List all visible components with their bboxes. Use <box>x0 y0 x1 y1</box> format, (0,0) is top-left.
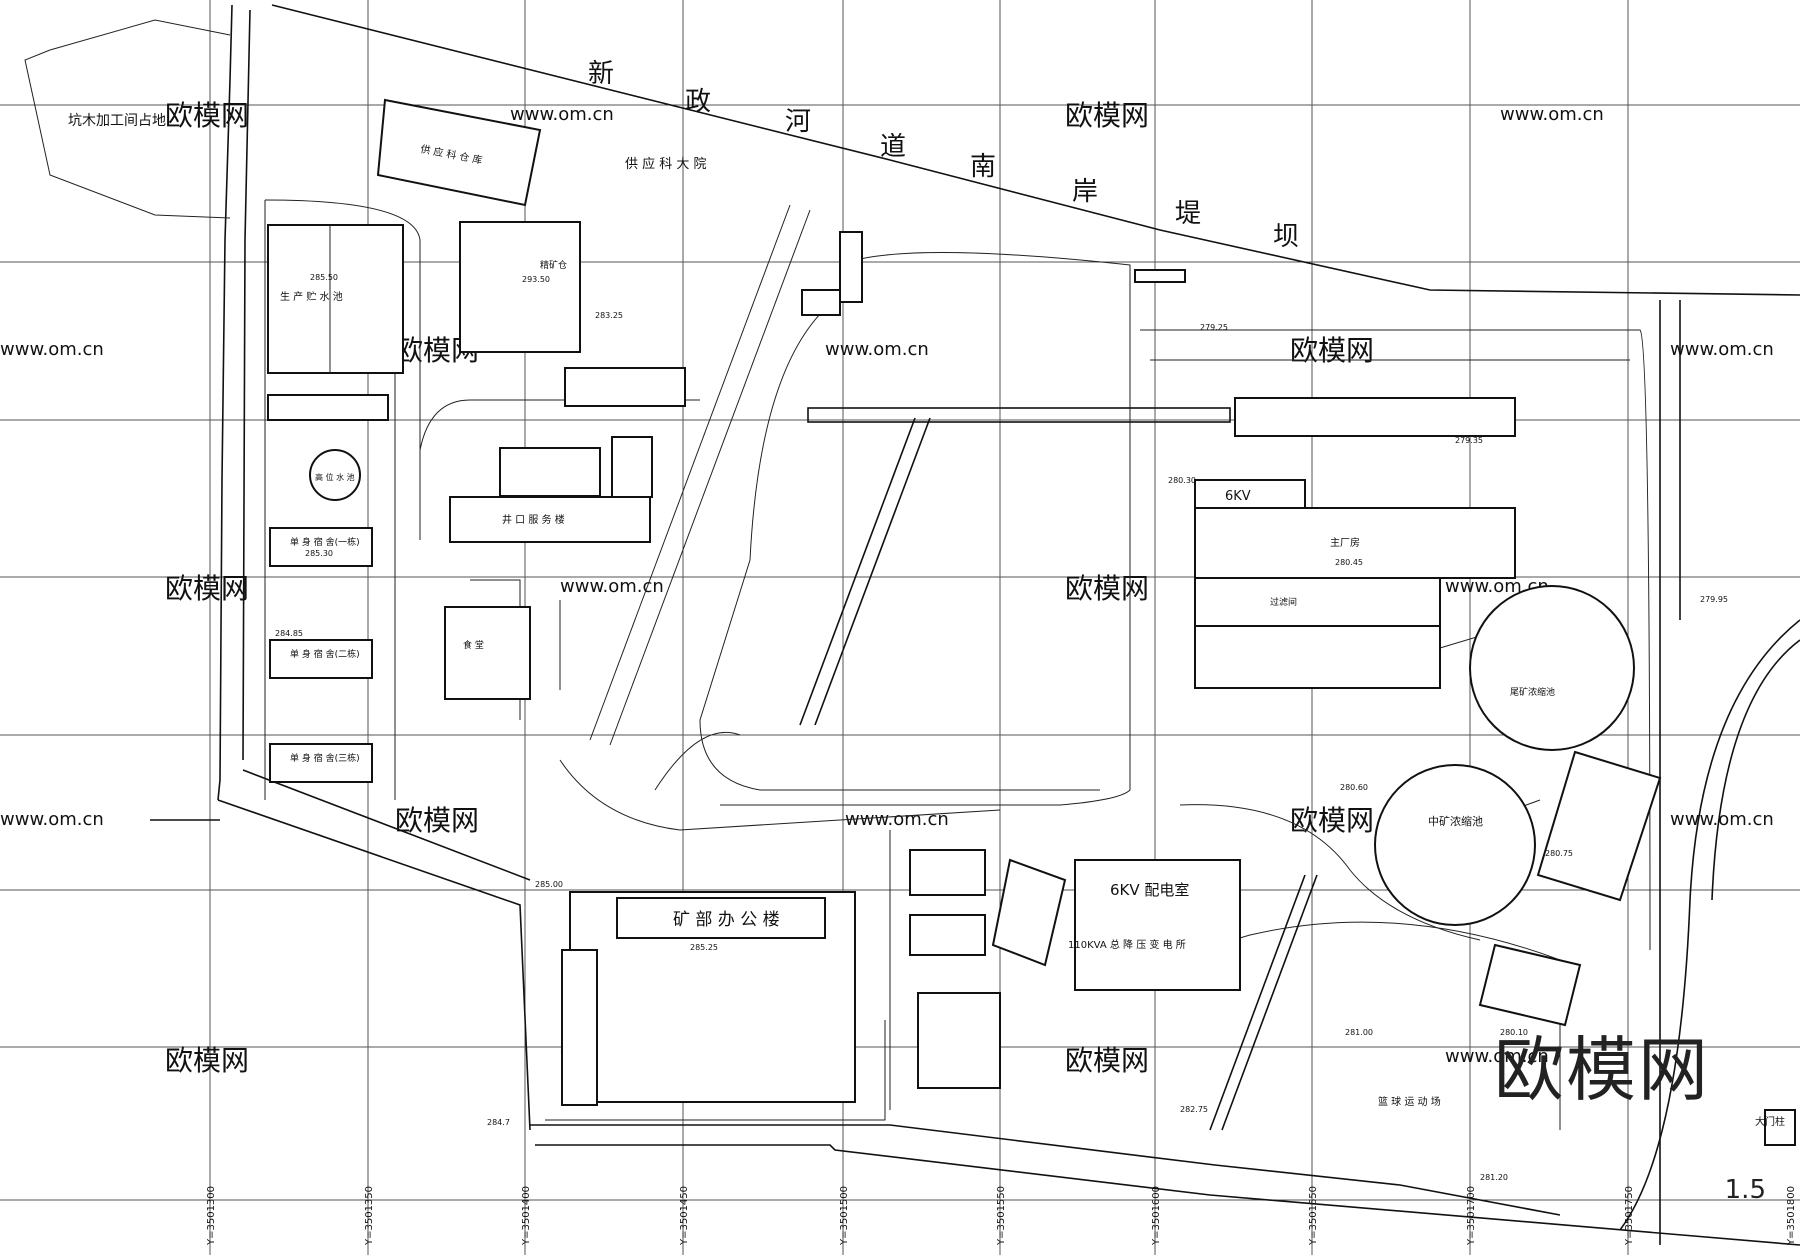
svg-text:285.50: 285.50 <box>310 273 338 282</box>
svg-text:堤: 堤 <box>1175 199 1201 229</box>
svg-text:过滤间: 过滤间 <box>1270 596 1297 608</box>
svg-text:坑木加工间占地: 坑木加工间占地 <box>68 113 166 129</box>
substation-6kv <box>1194 479 1306 509</box>
svg-text:285.30: 285.30 <box>305 549 333 558</box>
svg-text:www.om.cn: www.om.cn <box>1670 339 1774 360</box>
brand-watermark: 欧模网 <box>1494 1029 1710 1111</box>
svg-text:280.30: 280.30 <box>1168 476 1196 485</box>
buildings <box>267 98 1796 1146</box>
grid-coordinate-labels: Y=3501300 Y=3501350 Y=3501400 Y=3501450 … <box>206 1186 1797 1246</box>
svg-text:www.om.cn: www.om.cn <box>1445 1046 1549 1067</box>
svg-text:Y=3501550: Y=3501550 <box>996 1186 1007 1246</box>
svg-text:Y=3501600: Y=3501600 <box>1151 1186 1162 1246</box>
svg-text:283.25: 283.25 <box>595 311 623 320</box>
svg-text:281.00: 281.00 <box>1345 1028 1373 1037</box>
svg-text:矿 部 办 公 楼: 矿 部 办 公 楼 <box>673 910 780 930</box>
svg-text:欧模网: 欧模网 <box>165 572 249 605</box>
dorm-3 <box>269 743 373 783</box>
conveyors <box>799 407 1541 1131</box>
svg-text:欧模网: 欧模网 <box>1290 804 1374 837</box>
canteen <box>444 606 531 700</box>
svg-text:284.85: 284.85 <box>275 629 303 638</box>
svg-text:www.om.cn: www.om.cn <box>0 339 104 360</box>
dorm-1 <box>269 527 373 567</box>
svg-text:Y=3501650: Y=3501650 <box>1308 1186 1319 1246</box>
svg-text:精矿仓: 精矿仓 <box>540 259 567 271</box>
svg-text:www.om.cn: www.om.cn <box>560 576 664 597</box>
svg-text:Y=3501700: Y=3501700 <box>1466 1186 1477 1246</box>
svg-text:www.om.cn: www.om.cn <box>845 809 949 830</box>
svg-text:280.10: 280.10 <box>1500 1028 1528 1037</box>
svg-text:www.om.cn: www.om.cn <box>825 339 929 360</box>
watermarks: 欧模网 www.om.cn 欧模网 www.om.cn www.om.cn 欧模… <box>0 99 1774 1077</box>
svg-text:www.om.cn: www.om.cn <box>1670 809 1774 830</box>
svg-text:280.45: 280.45 <box>1335 558 1363 567</box>
dorm-2 <box>269 639 373 679</box>
svg-text:欧模网: 欧模网 <box>1065 1044 1149 1077</box>
svg-text:279.25: 279.25 <box>1200 323 1228 332</box>
svg-text:6KV 配电室: 6KV 配电室 <box>1110 881 1189 899</box>
svg-text:道: 道 <box>880 132 906 162</box>
svg-text:285.25: 285.25 <box>690 943 718 952</box>
svg-text:279.95: 279.95 <box>1700 595 1728 604</box>
svg-text:生 产 贮 水 池: 生 产 贮 水 池 <box>280 290 343 303</box>
svg-text:110KVA 总 降 压 变 电 所: 110KVA 总 降 压 变 电 所 <box>1068 938 1186 951</box>
svg-text:280.60: 280.60 <box>1340 783 1368 792</box>
production-water-pool <box>267 224 404 374</box>
svg-text:尾矿浓缩池: 尾矿浓缩池 <box>1510 686 1555 698</box>
svg-text:Y=3501500: Y=3501500 <box>839 1186 850 1246</box>
svg-text:欧模网: 欧模网 <box>165 99 249 132</box>
gate-post <box>1764 1109 1796 1146</box>
svg-text:篮 球 运 动 场: 篮 球 运 动 场 <box>1378 1095 1441 1108</box>
svg-text:主厂房: 主厂房 <box>1330 536 1360 549</box>
boundary-lines <box>24 4 1800 1246</box>
svg-text:政: 政 <box>685 87 711 117</box>
svg-text:www.om.cn: www.om.cn <box>1500 104 1604 125</box>
svg-text:单 身 宿 舍(二栋): 单 身 宿 舍(二栋) <box>290 648 360 660</box>
svg-text:供 应 科 大 院: 供 应 科 大 院 <box>625 156 707 172</box>
substation-110kva <box>1074 859 1241 991</box>
svg-text:293.50: 293.50 <box>522 275 550 284</box>
svg-text:欧模网: 欧模网 <box>1290 334 1374 367</box>
svg-text:高 位 水 池: 高 位 水 池 <box>315 472 355 482</box>
svg-text:6KV: 6KV <box>1225 489 1251 504</box>
svg-text:280.75: 280.75 <box>1545 849 1573 858</box>
svg-text:单 身 宿 舍(三栋): 单 身 宿 舍(三栋) <box>290 752 360 764</box>
svg-text:岸: 岸 <box>1072 177 1098 207</box>
middlings-thickener <box>1374 764 1536 926</box>
svg-text:279.35: 279.35 <box>1455 436 1483 445</box>
svg-text:www.om.cn: www.om.cn <box>0 809 104 830</box>
svg-text:中矿浓缩池: 中矿浓缩池 <box>1428 815 1483 828</box>
svg-text:大门柱: 大门柱 <box>1755 1115 1785 1128</box>
elevation-marks: 285.50 293.50 283.25 285.30 284.85 285.2… <box>275 273 1728 1182</box>
svg-text:Y=3501750: Y=3501750 <box>1624 1186 1635 1246</box>
svg-text:282.75: 282.75 <box>1180 1105 1208 1114</box>
svg-text:南: 南 <box>970 152 996 182</box>
supply-warehouse <box>376 98 542 207</box>
svg-text:Y=3501350: Y=3501350 <box>364 1186 375 1246</box>
svg-text:食 堂: 食 堂 <box>463 639 484 651</box>
scale-label: 1.5 <box>1724 1175 1766 1205</box>
svg-text:Y=3501450: Y=3501450 <box>679 1186 690 1246</box>
svg-text:Y=3501800: Y=3501800 <box>1786 1186 1797 1246</box>
svg-text:Y=3501400: Y=3501400 <box>521 1186 532 1246</box>
svg-text:欧模网: 欧模网 <box>1065 572 1149 605</box>
svg-text:欧模网: 欧模网 <box>395 804 479 837</box>
svg-text:单 身 宿 舍(一栋): 单 身 宿 舍(一栋) <box>290 536 360 548</box>
well-service-building <box>449 496 651 543</box>
svg-text:284.7: 284.7 <box>487 1118 510 1127</box>
svg-text:河: 河 <box>785 107 811 137</box>
svg-text:坝: 坝 <box>1273 222 1299 252</box>
main-mill <box>1194 507 1516 579</box>
svg-text:新: 新 <box>588 59 614 89</box>
svg-text:281.20: 281.20 <box>1480 1173 1508 1182</box>
svg-text:Y=3501300: Y=3501300 <box>206 1186 217 1246</box>
tailings-thickener <box>1469 585 1635 751</box>
svg-text:欧模网: 欧模网 <box>165 1044 249 1077</box>
svg-text:欧模网: 欧模网 <box>1065 99 1149 132</box>
svg-text:285.00: 285.00 <box>535 880 563 889</box>
svg-text:井 口 服 务 楼: 井 口 服 务 楼 <box>502 513 565 526</box>
svg-text:www.om.cn: www.om.cn <box>510 104 614 125</box>
